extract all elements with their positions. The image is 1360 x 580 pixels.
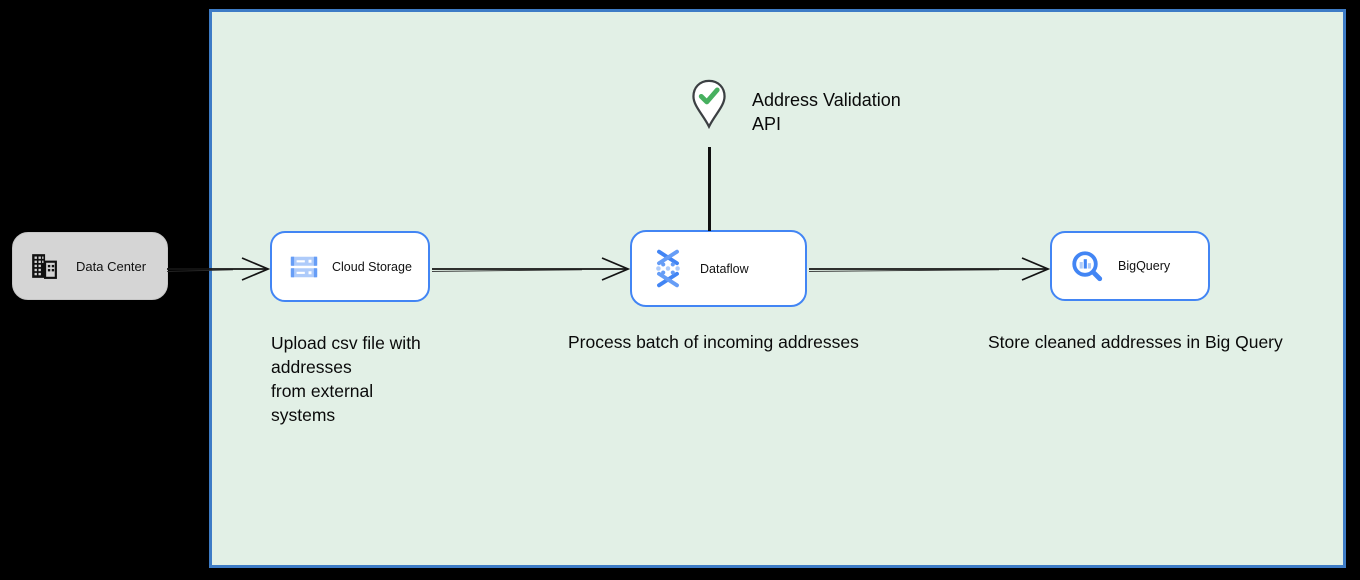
connector-validation-to-dataflow[interactable] bbox=[708, 147, 711, 231]
node-label: Cloud Storage bbox=[332, 259, 412, 274]
node-label: Data Center bbox=[76, 258, 147, 274]
check-icon bbox=[698, 87, 720, 105]
building-icon bbox=[30, 252, 58, 280]
node-bigquery[interactable]: BigQuery bbox=[1050, 231, 1210, 301]
map-pin-check-icon bbox=[690, 77, 728, 133]
connector-dataflow-to-bigquery[interactable] bbox=[809, 254, 1050, 284]
bigquery-icon bbox=[1070, 249, 1104, 283]
cloud-storage-icon bbox=[290, 254, 318, 280]
node-label: Dataflow bbox=[700, 261, 749, 276]
dataflow-icon bbox=[650, 249, 686, 288]
node-label: BigQuery bbox=[1118, 259, 1171, 273]
node-dataflow[interactable]: Dataflow bbox=[630, 230, 807, 307]
address-validation-marker[interactable] bbox=[690, 77, 728, 138]
connector-cloud-storage-to-dataflow[interactable] bbox=[432, 254, 630, 284]
caption-bigquery[interactable]: Store cleaned addresses in Big Query bbox=[988, 332, 1283, 352]
connector-data-center-to-cloud-storage[interactable] bbox=[167, 254, 270, 284]
caption-dataflow[interactable]: Process batch of incoming addresses bbox=[568, 332, 859, 352]
node-cloud-storage[interactable]: Cloud Storage bbox=[270, 231, 430, 302]
annotation-address-validation-api[interactable]: Address Validation API bbox=[752, 90, 901, 134]
caption-cloud-storage[interactable]: Upload csv file with addresses from exte… bbox=[271, 333, 421, 425]
node-data-center[interactable]: Data Center bbox=[12, 232, 168, 300]
